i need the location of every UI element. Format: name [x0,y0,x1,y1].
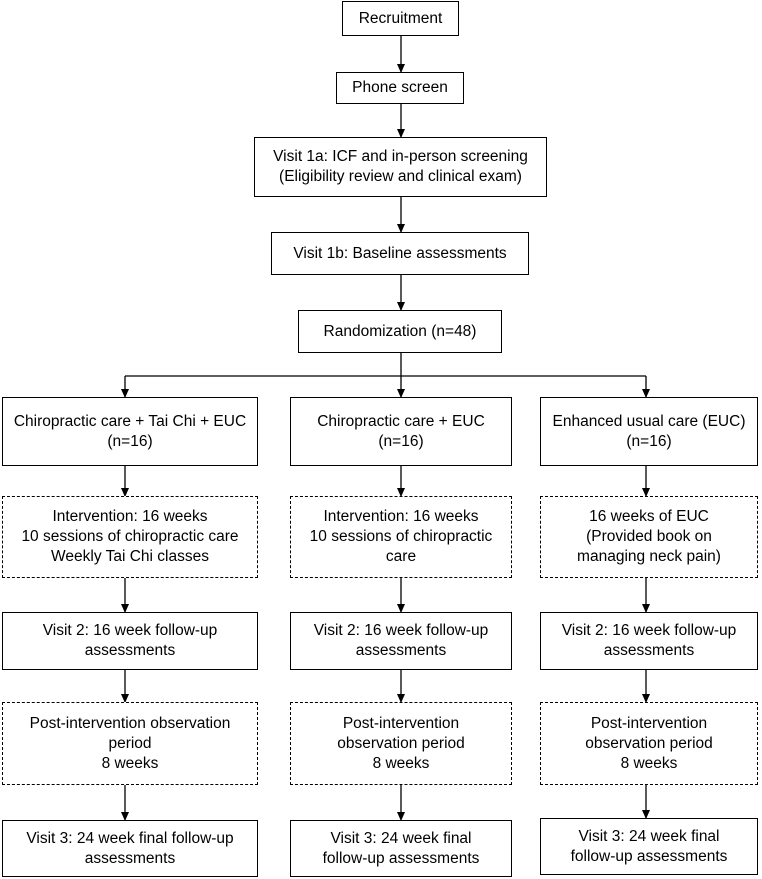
visit1a-box: Visit 1a: ICF and in-person screening (E… [254,137,547,197]
arm1-visit2-line-1: Visit 2: 16 week follow-up [42,622,218,639]
arm2-visit2-line-2: assessments [355,642,447,659]
arm1-intervention-line-1: Intervention: 16 weeks [52,508,208,525]
arm1-group-line-2: (n=16) [107,432,153,450]
arm3-observation-line-2: observation period [585,734,713,752]
arm3-visit2-box: Visit 2: 16 week follow-up assessments [540,612,758,670]
arm2-group-line-2: (n=16) [378,432,424,450]
arm1-group-box: Chiropractic care + Tai Chi + EUC (n=16) [2,397,258,466]
arm2-observation-line-3: 8 weeks [372,754,430,772]
arm2-group-line-1: Chiropractic care + EUC [317,412,485,430]
arm1-visit2-box: Visit 2: 16 week follow-up assessments [2,612,258,670]
arm3-intervention-box: 16 weeks of EUC (Provided book on managi… [540,496,758,578]
visit1b-label: Visit 1b: Baseline assessments [293,244,507,262]
arm3-observation-box: Post-intervention observation period 8 w… [540,702,758,785]
arm1-visit2-line-2: assessments [84,642,176,659]
arm3-observation-line-1: Post-intervention [590,714,708,732]
arm3-observation-line-3: 8 weeks [620,754,678,772]
arm2-group-box: Chiropractic care + EUC (n=16) [290,397,512,466]
arm3-visit3-box: Visit 3: 24 week final follow-up assessm… [540,818,758,875]
phone-screen-label: Phone screen [352,79,448,96]
visit1a-line-1: Visit 1a: ICF and in-person screening [273,148,528,165]
arm1-observation-line-2: period [108,734,152,752]
arm3-visit2-line-2: assessments [603,642,695,659]
arm3-intervention-line-2: (Provided book on [586,528,712,545]
arm1-observation-line-1: Post-intervention observation [29,714,231,732]
arm2-intervention-line-2: 10 sessions of chiropractic [309,528,493,545]
arm3-group-box: Enhanced usual care (EUC) (n=16) [540,397,758,466]
randomization-box: Randomization (n=48) [298,310,502,353]
visit1b-box: Visit 1b: Baseline assessments [271,232,529,275]
arm1-visit3-box: Visit 3: 24 week final follow-up assessm… [2,820,258,877]
arm3-group-line-1: Enhanced usual care (EUC) [552,412,746,430]
arm1-visit3-line-2: assessments [84,849,176,867]
arm2-visit2-box: Visit 2: 16 week follow-up assessments [290,612,512,670]
arm3-intervention-line-3: managing neck pain) [577,548,721,565]
arm1-intervention-line-3: Weekly Tai Chi classes [51,548,209,565]
arm3-visit3-line-1: Visit 3: 24 week final [578,827,720,845]
arm2-intervention-line-3: care [385,548,417,565]
arm2-visit2-line-1: Visit 2: 16 week follow-up [313,622,489,639]
arm1-observation-line-3: 8 weeks [101,754,159,772]
randomization-label: Randomization (n=48) [323,322,477,340]
arm2-observation-line-2: observation period [337,734,465,752]
arm2-visit3-line-2: follow-up assessments [322,849,480,867]
arm2-intervention-box: Intervention: 16 weeks 10 sessions of ch… [290,496,512,578]
recruitment-box: Recruitment [342,1,459,36]
visit1a-line-2: (Eligibility review and clinical exam) [279,168,522,185]
phone-screen-box: Phone screen [336,72,464,104]
arm2-visit3-box: Visit 3: 24 week final follow-up assessm… [290,820,512,877]
arm1-group-line-1: Chiropractic care + Tai Chi + EUC [13,412,247,430]
arm2-visit3-line-1: Visit 3: 24 week final [330,829,472,847]
arm1-intervention-line-2: 10 sessions of chiropractic care [21,528,239,545]
arm3-intervention-line-1: 16 weeks of EUC [589,508,709,525]
arm3-visit2-line-1: Visit 2: 16 week follow-up [561,622,737,639]
arm3-group-line-2: (n=16) [626,432,672,450]
arm1-visit3-line-1: Visit 3: 24 week final follow-up [26,829,234,847]
arm2-observation-line-1: Post-intervention [342,714,460,732]
arm1-observation-box: Post-intervention observation period 8 w… [2,702,258,785]
recruitment-label: Recruitment [358,9,443,27]
arm1-intervention-box: Intervention: 16 weeks 10 sessions of ch… [2,496,258,578]
arm2-observation-box: Post-intervention observation period 8 w… [290,702,512,785]
arm2-intervention-line-1: Intervention: 16 weeks [323,508,479,525]
arm3-visit3-line-2: follow-up assessments [570,847,728,865]
